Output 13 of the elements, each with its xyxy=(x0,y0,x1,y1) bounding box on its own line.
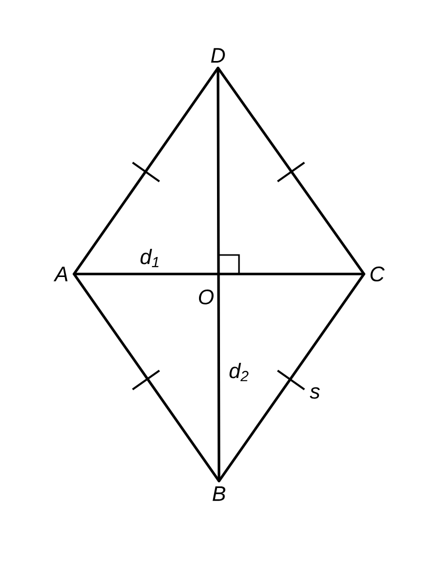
point-label: O xyxy=(198,290,214,304)
length-label: d$_{2}$ xyxy=(230,362,248,382)
line-segment xyxy=(72,272,366,276)
vertex-label: A xyxy=(54,266,68,282)
vertex-label: D xyxy=(211,48,225,63)
line-segment xyxy=(216,66,366,276)
line-segment xyxy=(72,272,220,482)
length-label: d$_{1}$ xyxy=(140,248,158,268)
vertex-label: B xyxy=(212,486,226,501)
vertex-label: C xyxy=(370,266,385,282)
line-segment xyxy=(218,272,366,482)
length-label: s xyxy=(310,387,320,399)
line-segment xyxy=(72,66,220,276)
